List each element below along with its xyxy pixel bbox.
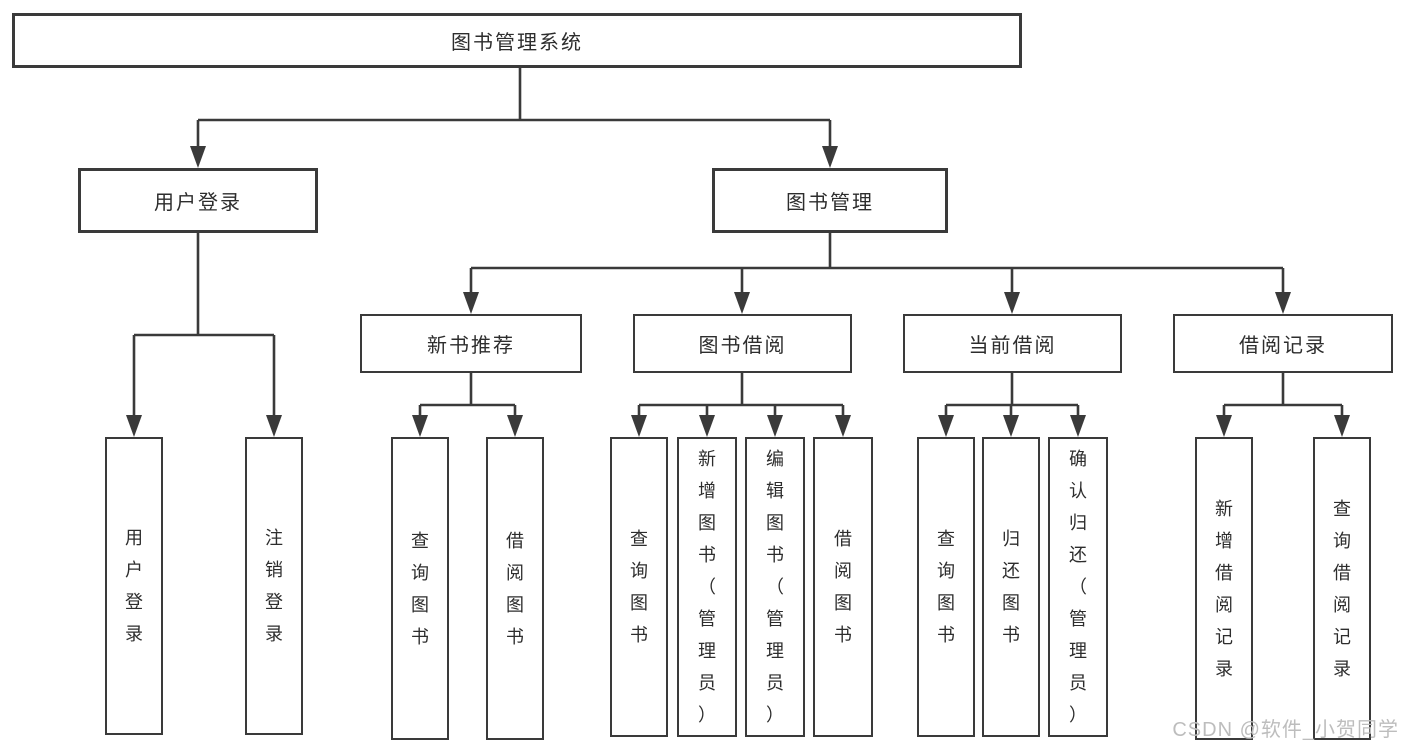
connector-new-book-recommend-to-leaves bbox=[418, 373, 517, 418]
leaf-query-books-borrow: 查询图书 bbox=[610, 437, 668, 737]
leaf-query-borrow-record: 查询借阅记录 bbox=[1313, 437, 1371, 740]
leaf-return-books-label: 归还图书 bbox=[1002, 529, 1020, 645]
node-user-login: 用户登录 bbox=[78, 168, 318, 233]
leaf-query-borrow-record-label: 查询借阅记录 bbox=[1333, 498, 1351, 679]
node-book-borrow-label: 图书借阅 bbox=[698, 335, 787, 357]
leaf-borrow-books-recommend-label: 借阅图书 bbox=[506, 530, 524, 647]
leaf-borrow-books-2-label: 借阅图书 bbox=[834, 529, 852, 645]
leaf-logout: 注销登录 bbox=[245, 437, 303, 735]
node-borrow-records-label: 借阅记录 bbox=[1239, 335, 1327, 357]
node-root: 图书管理系统 bbox=[12, 13, 1022, 68]
leaf-user-login-label: 用户登录 bbox=[125, 528, 143, 644]
leaf-return-books: 归还图书 bbox=[982, 437, 1040, 737]
connector-user-login-to-leaves bbox=[132, 233, 276, 418]
connector-book-management-to-level3 bbox=[469, 233, 1285, 296]
leaf-query-books-borrow-label: 查询图书 bbox=[630, 529, 648, 645]
leaf-query-books-recommend: 查询图书 bbox=[391, 437, 449, 740]
node-book-borrow: 图书借阅 bbox=[633, 314, 852, 373]
node-user-login-label: 用户登录 bbox=[154, 192, 242, 214]
node-new-book-recommend-label: 新书推荐 bbox=[427, 335, 515, 357]
leaf-confirm-return-admin-label: 确认归还（管理员） bbox=[1069, 449, 1087, 725]
leaf-query-books-current-label: 查询图书 bbox=[937, 529, 955, 645]
leaf-add-book-admin-label: 新增图书（管理员） bbox=[698, 449, 716, 725]
node-book-management-label: 图书管理 bbox=[786, 192, 874, 214]
arrowheads bbox=[126, 146, 1350, 437]
node-new-book-recommend: 新书推荐 bbox=[360, 314, 582, 373]
leaf-borrow-books-recommend: 借阅图书 bbox=[486, 437, 544, 740]
leaf-add-book-admin: 新增图书（管理员） bbox=[677, 437, 737, 737]
leaf-edit-book-admin: 编辑图书（管理员） bbox=[745, 437, 805, 737]
node-current-borrow: 当前借阅 bbox=[903, 314, 1122, 373]
leaf-add-borrow-record-label: 新增借阅记录 bbox=[1215, 498, 1233, 679]
leaf-query-books-current: 查询图书 bbox=[917, 437, 975, 737]
connector-current-borrow-to-leaves bbox=[944, 373, 1080, 418]
leaf-edit-book-admin-label: 编辑图书（管理员） bbox=[766, 449, 784, 725]
leaf-logout-label: 注销登录 bbox=[265, 528, 283, 644]
leaf-query-books-recommend-label: 查询图书 bbox=[411, 530, 429, 647]
node-book-management: 图书管理 bbox=[712, 168, 948, 233]
leaf-borrow-books-2: 借阅图书 bbox=[813, 437, 873, 737]
leaf-user-login: 用户登录 bbox=[105, 437, 163, 735]
watermark: CSDN @软件_小贺同学 bbox=[1172, 719, 1399, 741]
leaf-confirm-return-admin: 确认归还（管理员） bbox=[1048, 437, 1108, 737]
node-current-borrow-label: 当前借阅 bbox=[968, 335, 1057, 357]
connector-root-to-level2 bbox=[196, 68, 832, 150]
leaf-add-borrow-record: 新增借阅记录 bbox=[1195, 437, 1253, 740]
node-borrow-records: 借阅记录 bbox=[1173, 314, 1393, 373]
connector-book-borrow-to-leaves bbox=[637, 373, 845, 418]
connector-borrow-records-to-leaves bbox=[1222, 373, 1344, 418]
node-root-label: 图书管理系统 bbox=[451, 32, 583, 54]
